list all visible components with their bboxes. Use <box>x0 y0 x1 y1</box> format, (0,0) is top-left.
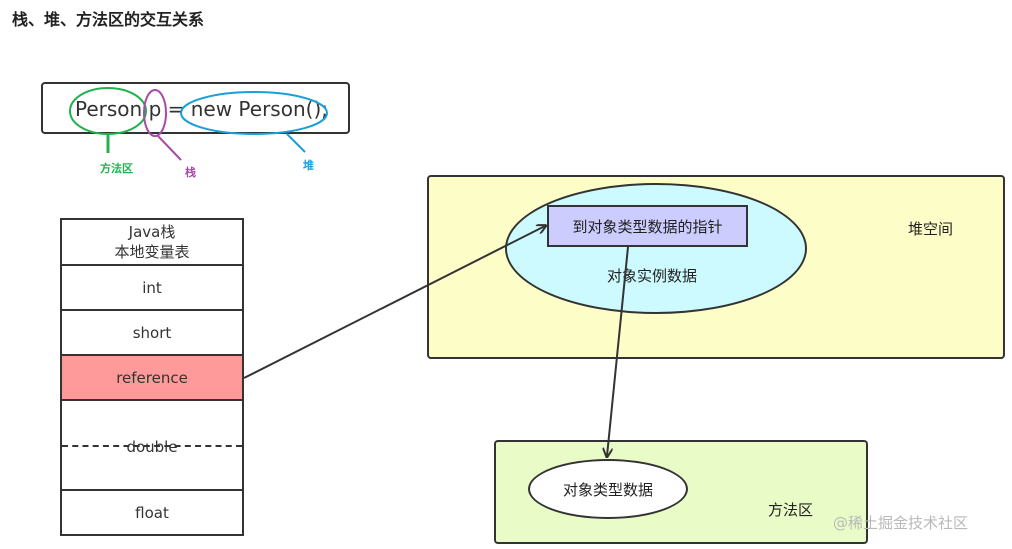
double-slot-divider <box>62 445 242 447</box>
stack-annotation: 栈 <box>185 166 196 179</box>
reference-to-heap-arrow <box>243 226 545 379</box>
new-person-ellipse <box>180 91 328 135</box>
heap-annotation: 堆 <box>303 159 314 172</box>
stack-row-label: short <box>132 323 172 342</box>
java-stack-table: Java栈 本地变量表 int short reference double f… <box>60 218 244 536</box>
stack-row-label: int <box>142 278 162 297</box>
stack-row-short: short <box>62 311 242 356</box>
p-var-ellipse <box>143 89 167 137</box>
stack-row-double: double <box>62 401 242 491</box>
stack-header: Java栈 本地变量表 <box>62 220 242 266</box>
type-pointer-box: 到对象类型数据的指针 <box>547 205 748 247</box>
stack-row-label: reference <box>116 368 188 387</box>
person-type-ellipse <box>69 87 147 135</box>
page-title: 栈、堆、方法区的交互关系 <box>12 10 205 29</box>
stack-row-int: int <box>62 266 242 311</box>
pointer-to-type-data-arrow <box>607 246 629 456</box>
heap-leader <box>286 133 306 153</box>
method-area-annotation: 方法区 <box>100 162 133 175</box>
instance-data-ellipse <box>505 183 807 314</box>
heap-space-label: 堆空间 <box>908 220 954 238</box>
watermark: @稀土掘金技术社区 <box>833 514 969 532</box>
type-data-ellipse: 对象类型数据 <box>528 459 688 519</box>
stack-row-float: float <box>62 491 242 534</box>
stack-row-reference: reference <box>62 356 242 401</box>
method-area-label: 方法区 <box>768 501 814 519</box>
stack-leader <box>157 135 182 161</box>
instance-data-label: 对象实例数据 <box>607 267 698 285</box>
stack-row-label: float <box>135 503 169 522</box>
stack-header-line2: 本地变量表 <box>114 243 190 261</box>
stack-row-label: double <box>126 438 178 456</box>
stack-header-line1: Java栈 <box>128 223 176 241</box>
